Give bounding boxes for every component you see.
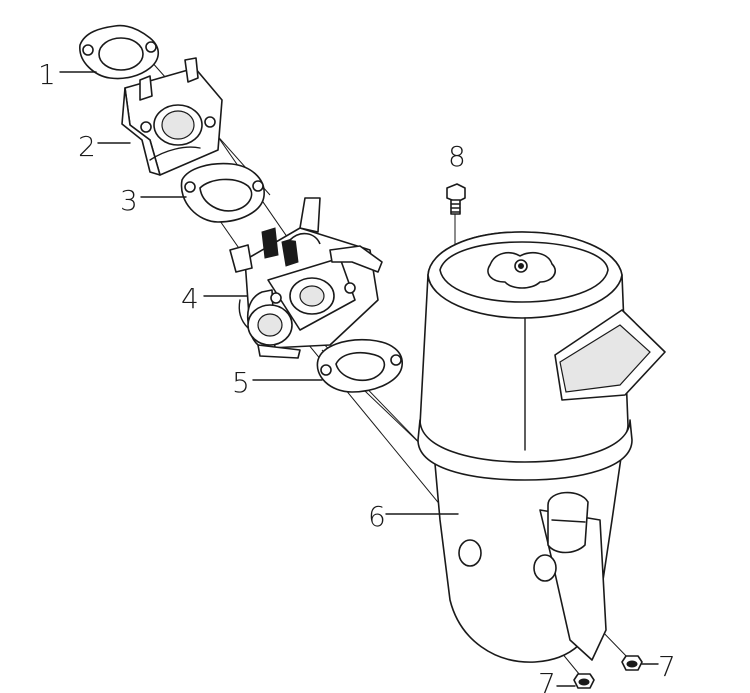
callout-7b: 7 <box>658 650 676 683</box>
callout-1: 1 <box>38 58 56 91</box>
part-7-nut-b <box>621 655 643 671</box>
part-6-air-cleaner <box>417 231 666 663</box>
callout-4: 4 <box>181 282 199 315</box>
part-5-gasket <box>316 338 403 393</box>
callout-2: 2 <box>78 130 96 163</box>
part-8-bolt <box>446 183 466 215</box>
part-4-carburetor <box>229 197 383 359</box>
callout-3: 3 <box>120 184 138 217</box>
part-1-gasket <box>79 24 160 80</box>
part-7-nut-a <box>573 673 595 689</box>
part-2-insulator <box>121 57 223 176</box>
callout-7a: 7 <box>538 667 556 693</box>
callout-5: 5 <box>232 366 250 399</box>
callout-8: 8 <box>448 140 466 173</box>
leader-lines <box>59 71 659 687</box>
part-3-gasket <box>180 162 265 223</box>
callout-6: 6 <box>368 500 386 533</box>
